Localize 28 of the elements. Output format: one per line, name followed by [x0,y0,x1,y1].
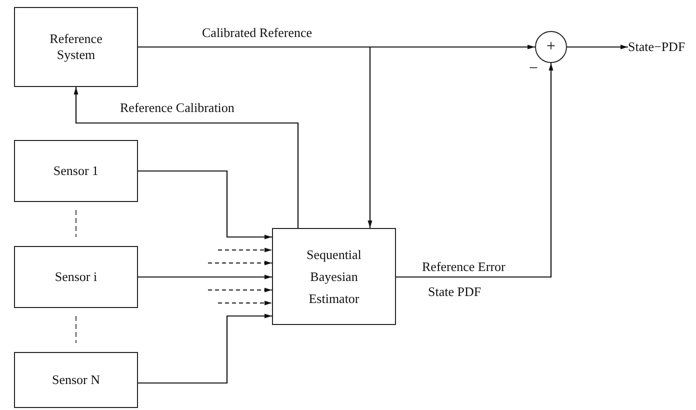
sensor-box [14,352,138,408]
edge-label: Reference Error [420,260,508,274]
arrow [208,288,272,292]
arrow [218,248,272,252]
node-label: Sequential Bayesian Estimator [306,246,362,308]
estimator-box [272,228,396,325]
output-label: State−PDF [628,39,686,55]
edge-label: Calibrated Reference [200,26,314,40]
node-label: Sensor N [52,372,100,388]
arrow [138,314,272,384]
summing-junction [535,31,567,63]
node-label: Sensor 1 [53,163,99,179]
arrow [138,274,272,280]
node-label: Sensor i [54,269,98,285]
sensor-box [14,140,138,202]
sensor-box [14,246,138,308]
arrow [567,44,628,50]
annotation-text: State PDF [427,285,482,299]
sign-label: − [528,62,540,76]
arrow [138,170,272,240]
node-label: Reference System [48,31,104,63]
arrow [218,300,272,306]
arrow [74,87,299,228]
plus-sign: + [546,38,556,56]
arrow [208,260,272,266]
arrow [396,63,554,278]
reference-system-box [14,7,138,87]
edge-label: Reference Calibration [118,101,236,115]
